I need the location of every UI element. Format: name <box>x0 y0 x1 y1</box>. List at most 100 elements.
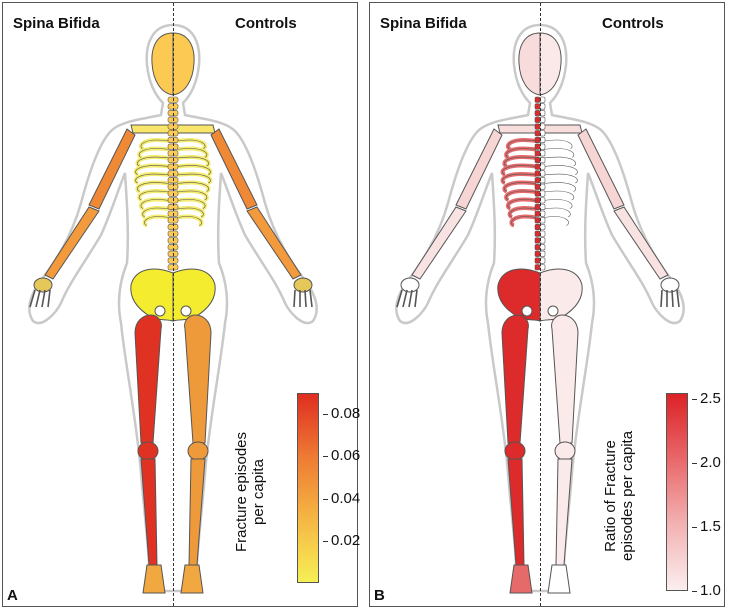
upper-arm-right <box>210 128 258 210</box>
upper-arm-left <box>455 128 503 210</box>
panel-b: Spina Bifida Controls 1.0 1.5 2.0 2.5 Ra… <box>369 2 725 607</box>
rib-right-outline <box>543 139 573 150</box>
knee-left <box>504 441 526 461</box>
hand-left-finger <box>402 289 408 308</box>
rib-right-outline <box>176 156 209 167</box>
hip-socket-left <box>521 305 533 317</box>
hand-right <box>293 277 313 293</box>
femur-left <box>134 314 162 444</box>
hip-socket-right <box>547 305 559 317</box>
skull-left <box>518 32 541 96</box>
header-spina-bifida: Spina Bifida <box>13 15 100 32</box>
colorbar-tick: 0.04 <box>322 489 361 507</box>
pelvis-left <box>130 268 174 322</box>
rib-right-outline <box>176 139 206 150</box>
rib-left-outline <box>502 173 537 184</box>
foot-right <box>547 564 571 594</box>
rib-right-outline <box>543 182 576 192</box>
rib-right-outline <box>543 216 569 226</box>
colorbar-title: Ratio of Fracture episodes per capita <box>602 421 636 571</box>
hip-socket-left <box>154 305 166 317</box>
hand-right-finger <box>293 289 296 308</box>
colorbar-tick: 2.0 <box>692 454 721 472</box>
rib-left-outline <box>144 216 170 226</box>
panel-letter-a: A <box>7 587 18 604</box>
femur-right <box>551 314 579 444</box>
hip-socket-right <box>180 305 192 317</box>
rib-right-outline <box>176 165 211 175</box>
colorbar-tick: 0.02 <box>322 531 361 549</box>
colorbar-tick: 0.06 <box>322 447 361 465</box>
forearm-left <box>411 206 467 280</box>
colorbar-title: Fracture episodes per capita <box>233 417 267 567</box>
header-controls: Controls <box>602 15 664 32</box>
midline-divider <box>540 3 541 606</box>
rib-right-outline <box>543 207 571 218</box>
rib-right-outline <box>176 148 208 158</box>
hand-left-finger <box>29 289 36 308</box>
rib-left <box>142 214 170 228</box>
rib-left-outline <box>507 199 537 209</box>
rib-left-outline <box>135 165 170 175</box>
foot-right <box>180 564 204 594</box>
rib-right-outline <box>543 156 576 167</box>
hand-right-finger <box>309 289 313 308</box>
knee-right <box>187 441 209 461</box>
pelvis-right <box>172 268 216 322</box>
colorbar-gradient <box>297 393 319 583</box>
rib-left-outline <box>504 182 537 192</box>
colorbar-a: 0.02 0.04 0.06 0.08 Fracture episodes pe… <box>233 391 360 601</box>
hand-left <box>400 277 420 293</box>
midline-divider <box>173 3 174 606</box>
forearm-right <box>613 206 669 280</box>
colorbar-gradient <box>666 393 688 591</box>
knee-right <box>554 441 576 461</box>
hand-left-finger <box>35 289 41 308</box>
hand-right <box>660 277 680 293</box>
forearm-left <box>44 206 100 280</box>
upper-arm-right <box>577 128 625 210</box>
femur-left <box>501 314 529 444</box>
rib-right-outline <box>176 190 208 201</box>
rib-right-outline <box>543 148 575 158</box>
hand-left-finger <box>414 289 418 308</box>
rib-right-outline <box>176 173 211 184</box>
rib-right-outline <box>176 207 204 218</box>
colorbar-tick: 2.5 <box>692 390 721 408</box>
skull-right <box>172 32 195 96</box>
upper-arm-left <box>88 128 136 210</box>
rib-right <box>543 214 571 228</box>
forearm-right <box>246 206 302 280</box>
hand-right-finger <box>671 289 674 308</box>
colorbar-title-line1: Fracture episodes <box>233 431 250 553</box>
hand-left-finger <box>396 289 403 308</box>
rib-left-outline <box>505 190 537 201</box>
rib-left-outline <box>142 207 170 218</box>
skull-left <box>151 32 174 96</box>
hand-right-finger <box>676 289 680 308</box>
colorbar-tick: 1.0 <box>692 582 721 599</box>
colorbar-b: 1.0 1.5 2.0 2.5 Ratio of Fracture episod… <box>602 390 722 601</box>
rib-right-outline <box>543 190 575 201</box>
rib-right-outline <box>543 165 578 175</box>
hand-left-finger <box>408 289 413 308</box>
panel-a: Spina Bifida Controls 0.02 0.04 0.06 0.0… <box>2 2 360 607</box>
rib-left <box>509 214 537 228</box>
hand-right-finger <box>660 289 663 308</box>
colorbar-title-line2: per capita <box>250 459 267 525</box>
rib-left-outline <box>138 190 170 201</box>
rib-left-outline <box>504 156 537 167</box>
rib-left-outline <box>507 139 537 150</box>
rib-left-outline <box>511 216 537 226</box>
rib-left-outline <box>140 199 170 209</box>
foot-left <box>509 564 533 594</box>
skeleton-figure-a <box>28 23 318 594</box>
rib-left-outline <box>135 173 170 184</box>
knee-left <box>137 441 159 461</box>
header-spina-bifida: Spina Bifida <box>380 15 467 32</box>
femur-right <box>184 314 212 444</box>
pelvis-left <box>497 268 541 322</box>
rib-left-outline <box>502 165 537 175</box>
colorbar-title-line1: Ratio of Fracture <box>602 440 619 552</box>
colorbar-title-line2: episodes per capita <box>619 430 636 562</box>
